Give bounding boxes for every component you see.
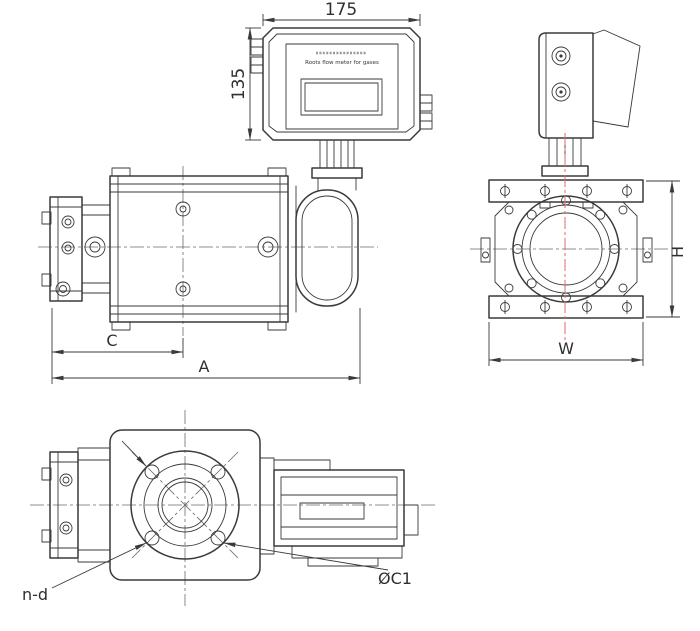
dim-A: A bbox=[51, 308, 361, 384]
annotation-oc1: ØC1 bbox=[223, 542, 412, 588]
dim-W-label: W bbox=[558, 339, 574, 358]
counter-stem bbox=[311, 139, 363, 179]
counter-lid bbox=[592, 29, 641, 128]
annotation-n-d: n-d bbox=[22, 440, 147, 604]
bolt-hole-tr bbox=[210, 464, 226, 480]
inlet-flange-front bbox=[41, 196, 111, 302]
bore-circle bbox=[529, 212, 603, 286]
oc1-label: ØC1 bbox=[378, 569, 412, 588]
dim-175: 175 bbox=[262, 0, 421, 26]
dim-C: C bbox=[51, 308, 184, 384]
bolt-hole-tl bbox=[144, 464, 160, 480]
end-view-body bbox=[480, 195, 653, 303]
bolt-hole-bl bbox=[144, 530, 160, 546]
meter-plan-view: n-d ØC1 bbox=[22, 410, 438, 606]
gear-housing-front bbox=[287, 177, 359, 317]
plan-counter-head bbox=[259, 457, 419, 567]
bolt-hole-br bbox=[210, 530, 226, 546]
meter-front-view: C A bbox=[38, 166, 378, 384]
n-d-label: n-d bbox=[22, 585, 48, 604]
cable-gland-bottom bbox=[551, 82, 571, 102]
dim-H: H bbox=[646, 180, 687, 318]
plan-bore-circle bbox=[157, 477, 213, 533]
drain-plug bbox=[55, 281, 71, 297]
body-bolt-top bbox=[175, 201, 191, 217]
meter-end-view: W H bbox=[470, 133, 687, 366]
cable-gland-top bbox=[551, 46, 571, 66]
nameplate-line: Roots flow meter for gases bbox=[305, 60, 379, 66]
dim-H-label: H bbox=[668, 246, 687, 258]
dim-135: 135 bbox=[229, 27, 261, 141]
counter-right-ears bbox=[419, 94, 433, 130]
dim-C-label: C bbox=[106, 331, 117, 350]
plan-diagonal-2 bbox=[131, 451, 239, 559]
dim-135-label: 135 bbox=[229, 68, 249, 100]
dim-175-label: 175 bbox=[325, 0, 357, 20]
body-bolt-bottom bbox=[175, 281, 191, 297]
dim-A-label: A bbox=[199, 357, 210, 376]
counter-front-view: Roots flow meter for gases bbox=[229, 0, 433, 179]
dim-W: W bbox=[488, 322, 644, 366]
plan-inlet-flange bbox=[41, 447, 111, 563]
